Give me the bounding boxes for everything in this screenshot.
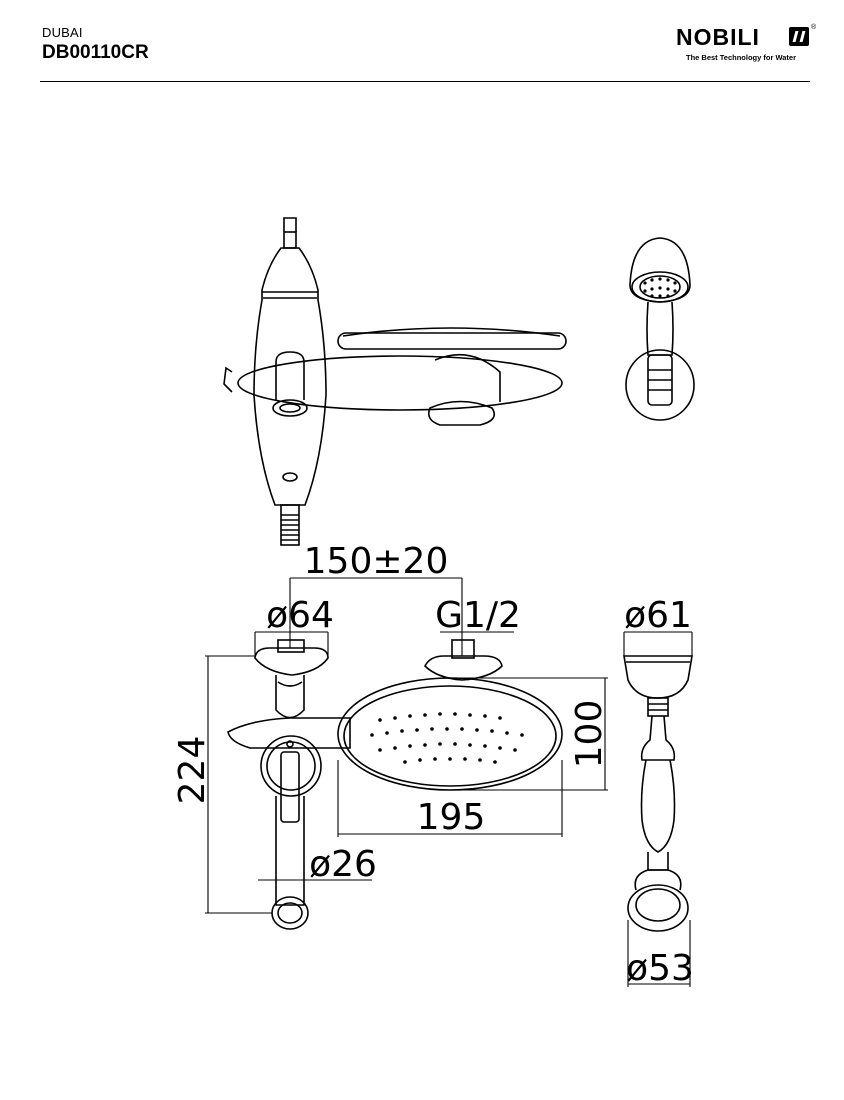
dimension-wall-support-diameter: ø53	[626, 948, 694, 989]
brand-name: NOBILI	[676, 24, 760, 50]
dimension-handshower-diameter: ø61	[624, 595, 692, 636]
dimension-connection-thread: G1/2	[435, 595, 521, 636]
brand-mark-icon	[789, 27, 809, 46]
dimension-shower-head-height: 100	[569, 700, 610, 769]
registered-mark: ®	[811, 24, 817, 31]
handshower-side-view	[623, 655, 693, 932]
dimension-overall-height: 224	[172, 736, 213, 805]
series-name: DUBAI	[42, 25, 83, 40]
brand-tagline: The Best Technology for Water	[686, 53, 797, 62]
dimension-spout-diameter: ø26	[309, 844, 377, 885]
rain-shower-nozzles	[370, 712, 524, 764]
dimension-shower-head-width: 195	[417, 797, 486, 838]
dimension-lines	[205, 577, 693, 987]
header-divider	[40, 81, 810, 82]
handshower-top-view	[625, 237, 695, 421]
product-code: DB00110CR	[42, 42, 149, 63]
side-view	[223, 217, 567, 546]
handshower-nozzles	[643, 277, 677, 298]
front-view	[227, 639, 503, 930]
brand-logo: NOBILI ® The Best Technology for Water	[676, 22, 816, 68]
dimension-center-distance: 150±20	[304, 541, 449, 582]
dimension-flange-diameter: ø64	[266, 595, 334, 636]
